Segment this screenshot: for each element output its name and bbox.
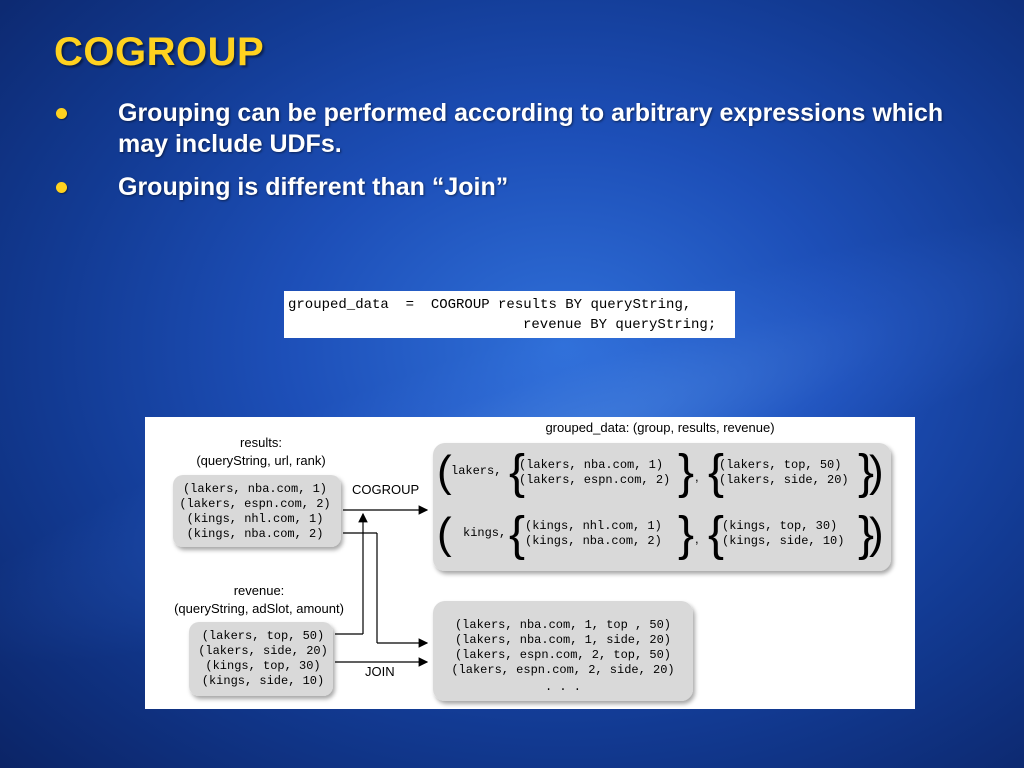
grouped-data-title: grouped_data: (group, results, revenue) — [545, 420, 774, 435]
bag-close-brace: } — [678, 446, 694, 499]
join-label: JOIN — [365, 664, 395, 679]
results-title: results: — [240, 435, 282, 450]
bullet-dot-icon — [56, 108, 67, 119]
diagram-canvas: results: (queryString, url, rank) (laker… — [173, 420, 891, 701]
code-line-1: grouped_data = COGROUP results BY queryS… — [288, 297, 692, 313]
revenue-row: (kings, top, 30) — [205, 659, 320, 673]
results-row: (kings, nhl.com, 1) — [187, 512, 324, 526]
bag-close-brace: } — [678, 508, 694, 561]
code-line-2: revenue BY queryString; — [523, 317, 717, 333]
group-result-row: (kings, nba.com, 2) — [525, 534, 662, 548]
join-row: (lakers, nba.com, 1, side, 20) — [455, 633, 671, 647]
group-revenue-row: (lakers, side, 20) — [719, 473, 849, 487]
bullet-dot-icon — [56, 182, 67, 193]
revenue-row: (lakers, top, 50) — [202, 629, 324, 643]
group-revenue-row: (lakers, top, 50) — [719, 458, 841, 472]
group-key: kings, — [463, 526, 506, 540]
bag-open-brace: { — [708, 446, 724, 499]
revenue-row: (kings, side, 10) — [202, 674, 324, 688]
bullet-list: Grouping can be performed according to a… — [56, 98, 996, 215]
bullet-item: Grouping can be performed according to a… — [56, 98, 996, 160]
bullet-item: Grouping is different than “Join” — [56, 172, 996, 203]
code-snippet: grouped_data = COGROUP results BY queryS… — [284, 291, 735, 338]
bag-close-brace: } — [858, 508, 874, 561]
bag-open-brace: { — [509, 508, 525, 561]
separator-comma: , — [695, 469, 699, 484]
revenue-row: (lakers, side, 20) — [198, 644, 328, 658]
revenue-title: revenue: — [234, 583, 285, 598]
group-key: lakers, — [451, 464, 501, 478]
results-box — [173, 475, 341, 547]
group-result-row: (lakers, nba.com, 1) — [519, 458, 663, 472]
results-row: (lakers, nba.com, 1) — [183, 482, 327, 496]
join-row: . . . — [545, 680, 581, 694]
results-row: (lakers, espn.com, 2) — [179, 497, 330, 511]
slide-title: COGROUP — [54, 30, 265, 74]
tuple-open-paren: ( — [437, 509, 452, 558]
bag-open-brace: { — [509, 446, 525, 499]
results-schema: (queryString, url, rank) — [196, 453, 325, 468]
separator-comma: , — [695, 531, 699, 546]
join-row: (lakers, nba.com, 1, top , 50) — [455, 618, 671, 632]
cogroup-join-diagram: results: (queryString, url, rank) (laker… — [145, 417, 915, 709]
group-result-row: (lakers, espn.com, 2) — [519, 473, 670, 487]
bag-close-brace: } — [858, 446, 874, 499]
bullet-text: Grouping can be performed according to a… — [118, 99, 944, 158]
group-revenue-row: (kings, side, 10) — [722, 534, 844, 548]
tuple-open-paren: ( — [437, 447, 452, 496]
group-revenue-row: (kings, top, 30) — [722, 519, 837, 533]
grouped-data-box — [433, 443, 891, 571]
join-row: (lakers, espn.com, 2, top, 50) — [455, 648, 671, 662]
tuple-close-paren: ) — [869, 509, 884, 558]
join-row: (lakers, espn.com, 2, side, 20) — [451, 663, 674, 677]
bag-open-brace: { — [708, 508, 724, 561]
group-result-row: (kings, nhl.com, 1) — [525, 519, 662, 533]
revenue-schema: (queryString, adSlot, amount) — [174, 601, 344, 616]
join-result-box — [433, 601, 693, 701]
revenue-box — [189, 622, 333, 696]
results-row: (kings, nba.com, 2) — [187, 527, 324, 541]
bullet-text: Grouping is different than “Join” — [118, 173, 509, 201]
cogroup-label: COGROUP — [352, 482, 419, 497]
tuple-close-paren: ) — [869, 447, 884, 496]
